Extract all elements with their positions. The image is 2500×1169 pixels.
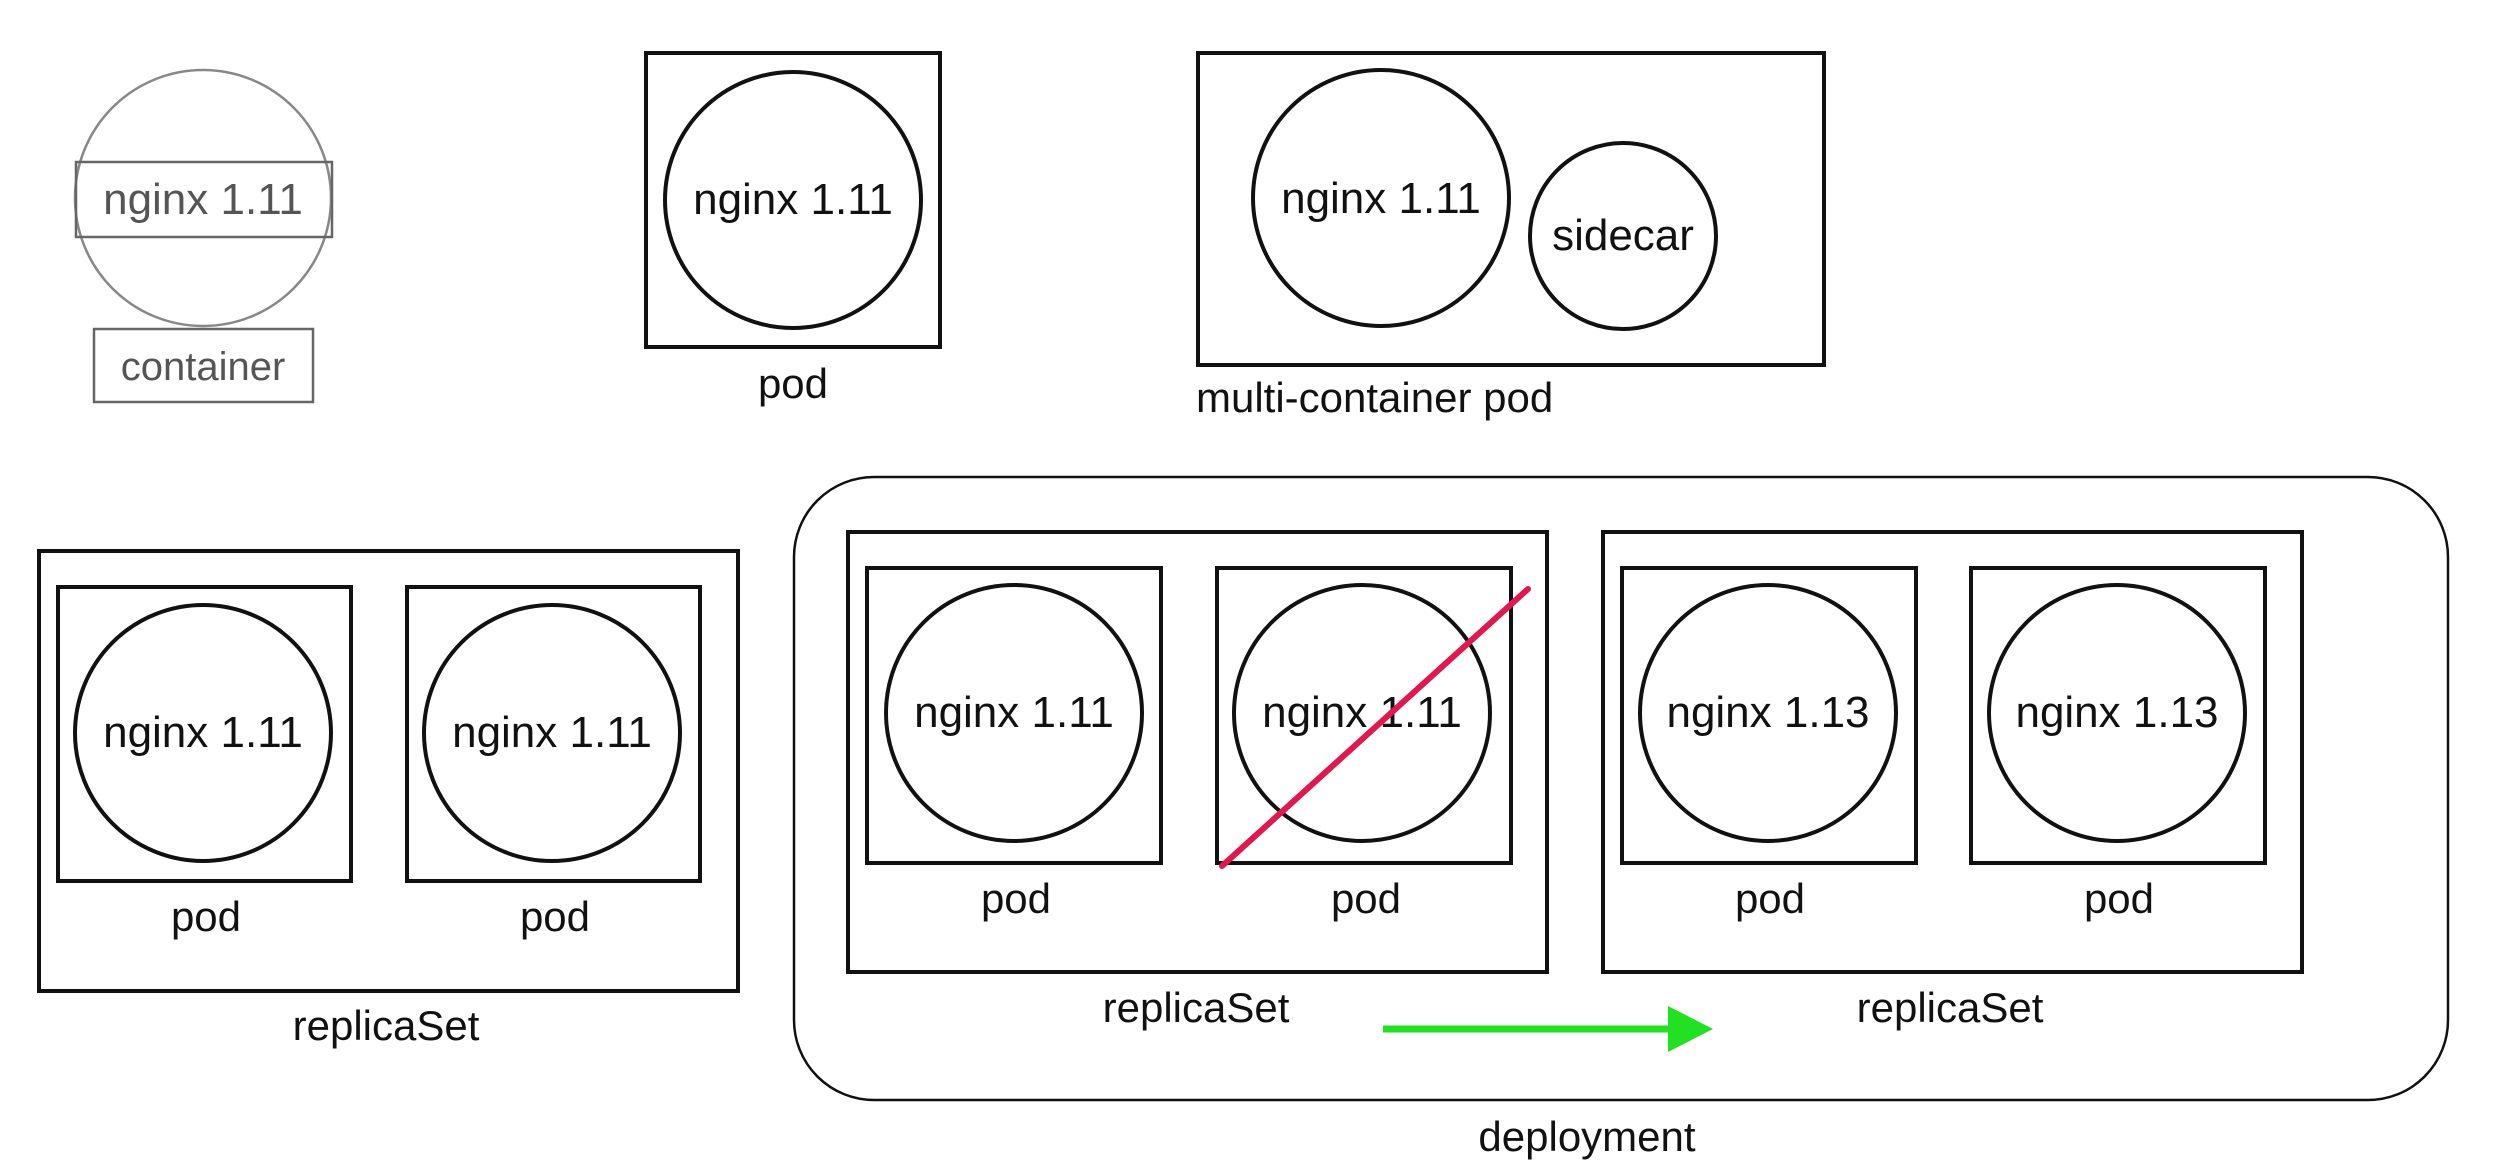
container-circle [422,603,682,863]
pod: nginx 1.11 pod [56,585,353,940]
pod-label: pod [981,875,1051,922]
deployment-label: deployment [1478,1113,1695,1160]
rollout-arrow [1383,1006,1713,1052]
pod: nginx 1.11 pod [1215,566,1531,922]
container-image-box [74,160,334,239]
container-label-box [92,327,315,404]
container-circle [1638,583,1898,843]
pod: nginx 1.13 pod [1969,566,2267,922]
deployment: nginx 1.11 pod nginx 1.11 pod replicaSet… [792,475,2450,1160]
replicaset-box [37,549,740,993]
single-pod: nginx 1.11 pod [644,51,942,407]
multi-container-pod: nginx 1.11 sidecar multi-container pod [1196,51,1826,421]
pod-label: pod [1735,875,1805,922]
pod-box [865,566,1163,865]
container-circle [73,603,333,863]
replicaset-left: nginx 1.11 pod nginx 1.11 pod replicaSet [37,549,740,1049]
main-container-label: nginx 1.11 [1281,174,1481,223]
pod-box [1620,566,1918,865]
multi-pod-label: multi-container pod [1196,374,1553,421]
pod-label: pod [1331,875,1401,922]
pod-box [405,585,702,883]
replicaset-box [1601,530,2304,974]
replicaset-label: replicaSet [1857,984,2044,1031]
container-image-label: nginx 1.11 [103,175,303,224]
replicaset-label: replicaSet [293,1002,480,1049]
container-label: nginx 1.11 [693,175,893,224]
pod-box [1196,51,1826,367]
container-circle [884,583,1144,843]
strike-through-line [1219,586,1531,869]
pod-label: pod [758,360,828,407]
replicaset-box [846,530,1549,974]
container-label: nginx 1.13 [1666,688,1869,737]
container-label: nginx 1.11 [103,708,303,757]
container-label: nginx 1.11 [914,688,1114,737]
pod-box [56,585,353,883]
main-container-circle [1251,68,1511,328]
pod: nginx 1.11 pod [405,585,702,940]
pod: nginx 1.13 pod [1620,566,1918,922]
replicaset-label: replicaSet [1103,984,1290,1031]
container-circle [1232,583,1492,843]
arrow-head-icon [1668,1006,1713,1052]
container-circle [663,70,923,330]
container-label: nginx 1.11 [452,708,652,757]
sidecar-label: sidecar [1552,211,1694,260]
container-label: container [121,345,286,389]
replicaset-old: nginx 1.11 pod nginx 1.11 pod replicaSet [846,530,1549,1031]
container-legend: nginx 1.11 container [73,68,334,404]
container-circle [1987,583,2247,843]
replicaset-new: nginx 1.13 pod nginx 1.13 pod replicaSet [1601,530,2304,1031]
pod-label: pod [2084,875,2154,922]
pod-box [644,51,942,349]
pod-box [1215,566,1513,865]
deployment-box [792,475,2450,1102]
pod-box [1969,566,2267,865]
sidecar-circle [1528,141,1718,331]
pod: nginx 1.11 pod [865,566,1163,922]
container-label: nginx 1.11 [1262,688,1462,737]
container-label: nginx 1.13 [2015,688,2218,737]
pod-label: pod [520,893,590,940]
pod-label: pod [171,893,241,940]
